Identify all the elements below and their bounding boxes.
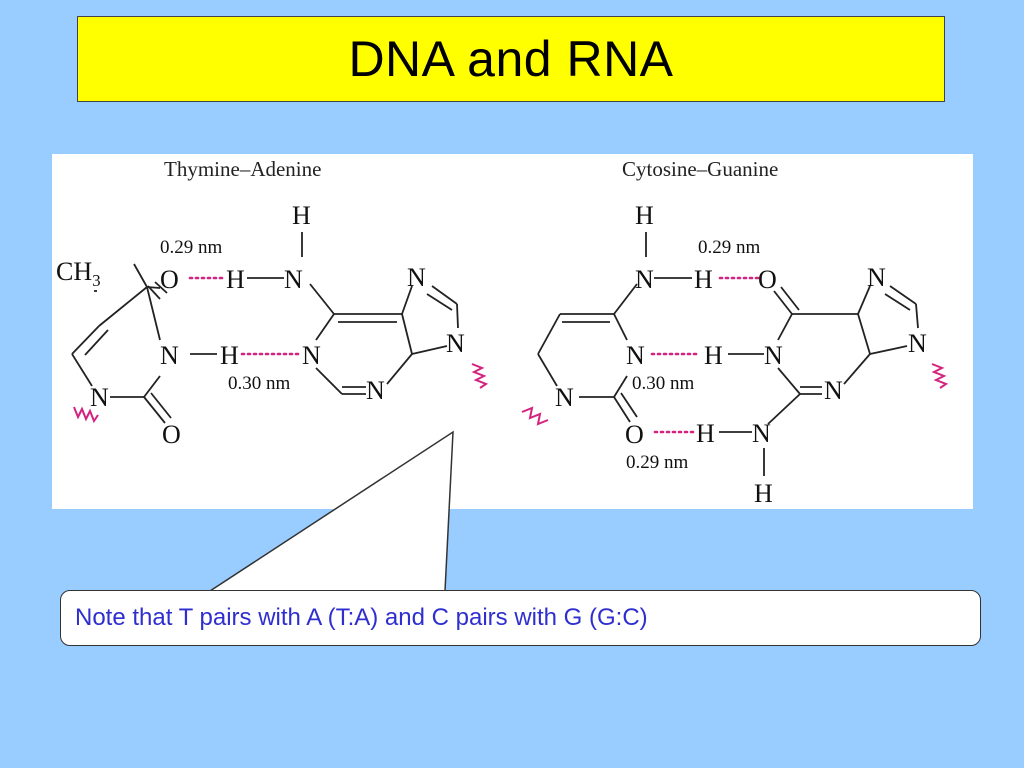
ta-n7: N [407, 263, 426, 292]
thymine-adenine-pair: Thymine–Adenine CH3 O N H N O [56, 157, 489, 449]
ta-h-top: H [226, 265, 245, 294]
ta-h-n6: H [292, 201, 311, 230]
cg-n3-guanine: N [824, 376, 843, 405]
slide-title: DNA and RNA [348, 31, 674, 87]
cg-distance-mid: 0.30 nm [632, 373, 695, 394]
cg-h-n2: H [754, 479, 773, 508]
cg-n1: N [555, 383, 574, 412]
cg-header: Cytosine–Guanine [622, 157, 778, 181]
ta-o-bottom: O [162, 420, 181, 449]
ta-ch3: CH3 [56, 257, 101, 290]
note-callout: Note that T pairs with A (T:A) and C pai… [60, 590, 981, 646]
cg-n2: N [752, 419, 771, 448]
ta-o-top: O [160, 265, 179, 294]
cg-n3: N [626, 341, 645, 370]
cg-n1-guanine: N [764, 341, 783, 370]
ta-n1-adenine: N [302, 341, 321, 370]
cg-o2: O [625, 420, 644, 449]
cg-h-mid: H [704, 341, 723, 370]
cg-distance-top: 0.29 nm [698, 237, 761, 258]
note-text: Note that T pairs with A (T:A) and C pai… [75, 604, 648, 631]
cg-distance-bottom: 0.29 nm [626, 452, 689, 473]
cg-h-n4: H [635, 201, 654, 230]
ta-sugar-link-left [73, 406, 99, 424]
base-pair-structures: Thymine–Adenine CH3 O N H N O [56, 157, 949, 508]
ta-n6: N [284, 265, 303, 294]
ta-n9: N [446, 329, 465, 358]
ta-sugar-link-right [471, 363, 489, 389]
ta-n1: N [90, 383, 109, 412]
ta-distance-mid: 0.30 nm [228, 373, 291, 394]
base-pairing-diagram: Thymine–Adenine CH3 O N H N O [52, 154, 973, 509]
cg-sugar-link-right [931, 363, 949, 389]
cg-h-top: H [694, 265, 713, 294]
cg-n9: N [908, 329, 927, 358]
title-banner: DNA and RNA [77, 16, 945, 102]
cg-sugar-link-left [521, 406, 549, 426]
cg-o6: O [758, 265, 777, 294]
cg-h-bottom: H [696, 419, 715, 448]
ta-n3: N [160, 341, 179, 370]
cg-n4: N [635, 265, 654, 294]
ta-distance-top: 0.29 nm [160, 237, 223, 258]
ta-n3-adenine: N [366, 376, 385, 405]
ta-header: Thymine–Adenine [164, 157, 321, 181]
cytosine-guanine-pair: Cytosine–Guanine H N H 0.29 nm N N O [521, 157, 949, 508]
cg-n7: N [867, 263, 886, 292]
ta-h-mid: H [220, 341, 239, 370]
